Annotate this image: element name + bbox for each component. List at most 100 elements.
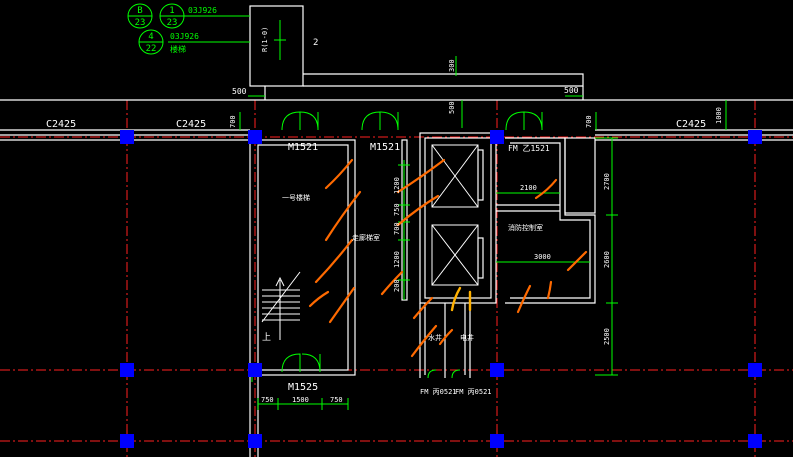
dim-1200a: 1200 (393, 177, 401, 194)
markup-stroke (324, 190, 362, 242)
circle-callout-icon (138, 29, 164, 55)
room-label-corridor: 走廊梯室 (352, 233, 380, 242)
dim-750a: 750 (393, 203, 401, 216)
dim-vtext: R(1-0) (261, 27, 269, 52)
dim-700c: 700 (393, 222, 401, 235)
dim-1000: 1000 (715, 107, 723, 124)
fire-room-inner (510, 142, 591, 299)
square-column-icon (748, 434, 762, 448)
walls (0, 5, 793, 457)
markup-stroke (410, 324, 438, 358)
dim-700b: 700 (585, 115, 593, 128)
room-label-shaft-a: 水井 (428, 333, 442, 342)
window-label-2: C2425 (176, 119, 206, 130)
stair-arrow-icon (261, 271, 301, 340)
swing-door-icon (281, 353, 321, 373)
window-label-1: C2425 (46, 119, 76, 130)
door-arc-small (451, 369, 461, 379)
markup-stroke (516, 284, 532, 314)
markup-stroke (380, 270, 404, 296)
square-column-icon (120, 363, 134, 377)
window-label-3: C2425 (676, 119, 706, 130)
callout-b3-bottom: 22 (146, 44, 157, 54)
fire-room (505, 137, 596, 304)
callout-b2-top: 1 (169, 6, 174, 16)
stair-break (261, 271, 301, 323)
callout-ref1: 03J926 (188, 6, 217, 15)
square-column-icon (490, 130, 504, 144)
room-label-fire: 消防控制室 (508, 223, 543, 232)
door-arc (361, 111, 381, 131)
markup-stroke (314, 238, 354, 284)
core-outer (419, 132, 497, 304)
dim-2500: 2500 (603, 328, 611, 345)
shaft-col-3 (477, 237, 484, 279)
room-label-up: 上 (262, 332, 271, 343)
door-arc-small (427, 369, 437, 379)
elevator-x2 (431, 224, 479, 286)
callout-ref2: 03J926 (170, 32, 199, 41)
dim-3000: 3000 (534, 253, 551, 261)
square-column-icon (748, 363, 762, 377)
stair-room-outer (249, 139, 356, 376)
markup-stroke (438, 328, 454, 346)
door-arc (379, 111, 399, 131)
room-label-shaft-b: 电井 (460, 333, 474, 342)
stair-room-inner (257, 144, 349, 371)
dim-2600: 2600 (603, 251, 611, 268)
markup-strokes (308, 158, 588, 358)
callouts (127, 3, 185, 55)
markup-stroke (396, 194, 440, 227)
dim-2700: 2700 (603, 173, 611, 190)
swing-door-icon (281, 111, 319, 131)
dim-200: 200 (393, 279, 401, 292)
square-column-icon (120, 130, 134, 144)
door-arc (299, 111, 319, 131)
dim-2100: 2100 (520, 184, 537, 192)
square-column-icon (248, 363, 262, 377)
dim-750b: 750 (261, 396, 274, 404)
dim-500a: 500 (232, 87, 247, 96)
doors (281, 111, 543, 379)
callout-b1-bottom: 23 (135, 18, 146, 28)
dim-1500: 1500 (292, 396, 309, 404)
door-arc (505, 111, 525, 131)
callout-b2-bottom: 23 (167, 18, 178, 28)
dimension-lines (160, 15, 727, 410)
door-label-1: M1521 (288, 142, 318, 153)
markup-stroke (328, 286, 356, 324)
square-column-icon (248, 434, 262, 448)
markup-stroke (546, 280, 553, 300)
roof-outline (303, 73, 584, 87)
dim-1200b: 1200 (393, 251, 401, 268)
square-column-icon (490, 434, 504, 448)
callout-ref3: 楼梯 (170, 44, 186, 54)
door-label-2: M1521 (370, 142, 400, 153)
markup-strokes-alt (450, 286, 472, 312)
markup-stroke (324, 158, 354, 190)
circle-callout-icon (127, 3, 153, 29)
square-column-icon (120, 434, 134, 448)
markup-stroke (396, 158, 446, 194)
door-label-4: FM 乙1521 (508, 144, 550, 153)
elevator-box-icon (431, 144, 479, 208)
door-label-3: M1525 (288, 382, 318, 393)
markup-stroke (566, 250, 588, 272)
stair-arrowhead (275, 276, 285, 287)
room-label-stair: 一号楼梯 (282, 193, 310, 202)
circle-callout-icon (159, 3, 185, 29)
dim-700a: 700 (229, 115, 237, 128)
dim-500c: 500 (564, 86, 579, 95)
roof-box (249, 5, 304, 87)
right-room (564, 137, 596, 214)
markup-stroke-alt (450, 286, 462, 312)
elevator-2 (431, 224, 479, 286)
callout-b3-top: 4 (148, 32, 153, 42)
markup-stroke (534, 178, 558, 200)
labels: B 23 1 23 4 22 03J926 03J926 楼梯 C2425 C2… (46, 6, 723, 404)
callout-b1-top: B (137, 6, 142, 16)
door-label-6: FM 丙0521 (455, 388, 492, 396)
dim-500b: 500 (448, 101, 456, 114)
